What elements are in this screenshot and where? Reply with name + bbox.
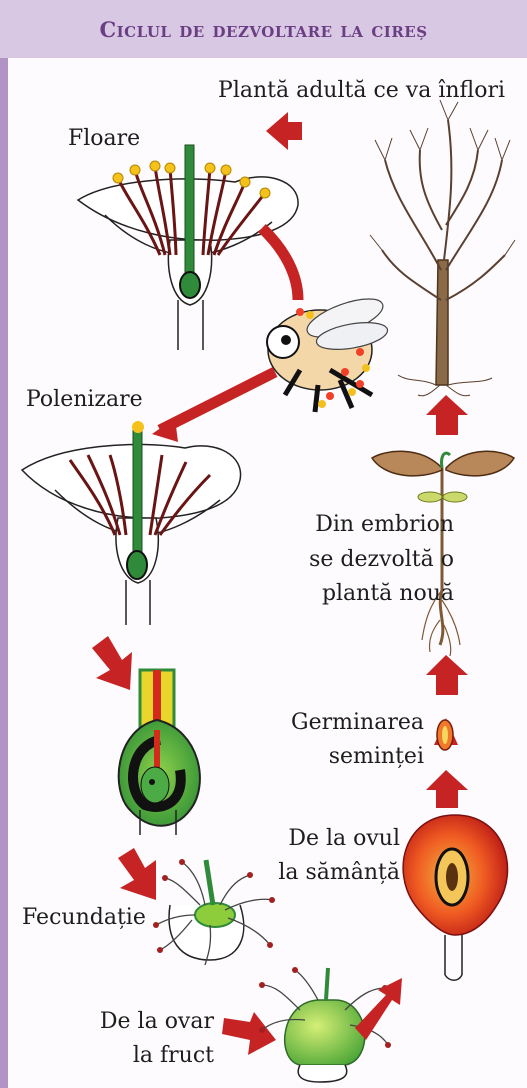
ovary-illustration xyxy=(119,670,200,835)
arrow-to-fecundation xyxy=(118,848,156,900)
label-pollination: Polenizare xyxy=(26,385,143,414)
label-germination-line2: seminței xyxy=(329,742,424,771)
mature-fruit-illustration xyxy=(403,815,507,980)
label-embryo-line1: Din embrion xyxy=(315,510,454,539)
arrow-to-ovary xyxy=(92,636,132,690)
pollination-flower-illustration xyxy=(22,421,241,625)
arrow-to-mature-fruit xyxy=(355,978,402,1040)
label-ovary-line1: De la ovar xyxy=(100,1007,214,1036)
arrow-bee-to-pollination xyxy=(160,372,275,430)
label-flower: Floare xyxy=(68,124,140,153)
bee-illustration xyxy=(267,291,390,412)
label-embryo-line3: plantă nouă xyxy=(322,579,454,608)
adult-tree-illustration xyxy=(370,100,515,396)
label-fecundation: Fecundație xyxy=(22,903,146,932)
arrow-left-top xyxy=(266,112,302,150)
label-germination-line1: Germinarea xyxy=(291,708,424,737)
label-embryo-line2: se dezvoltă o xyxy=(309,545,454,574)
arrow-up-1 xyxy=(426,770,468,808)
label-adult-plant: Plantă adultă ce va înflori xyxy=(218,76,505,105)
label-ovary-line2: la fruct xyxy=(133,1041,214,1070)
arrow-up-4 xyxy=(426,395,468,435)
arrow-to-young-fruit xyxy=(222,1012,276,1055)
seed-illustration xyxy=(437,720,453,750)
label-ovule-line1: De la ovul xyxy=(288,824,400,853)
arc-arrow-flower-to-bee xyxy=(262,228,298,300)
label-ovule-line2: la sămânță xyxy=(278,858,400,887)
fecundation-flower-illustration xyxy=(153,859,275,965)
arrow-up-3 xyxy=(426,655,468,695)
flower-illustration xyxy=(78,145,298,350)
